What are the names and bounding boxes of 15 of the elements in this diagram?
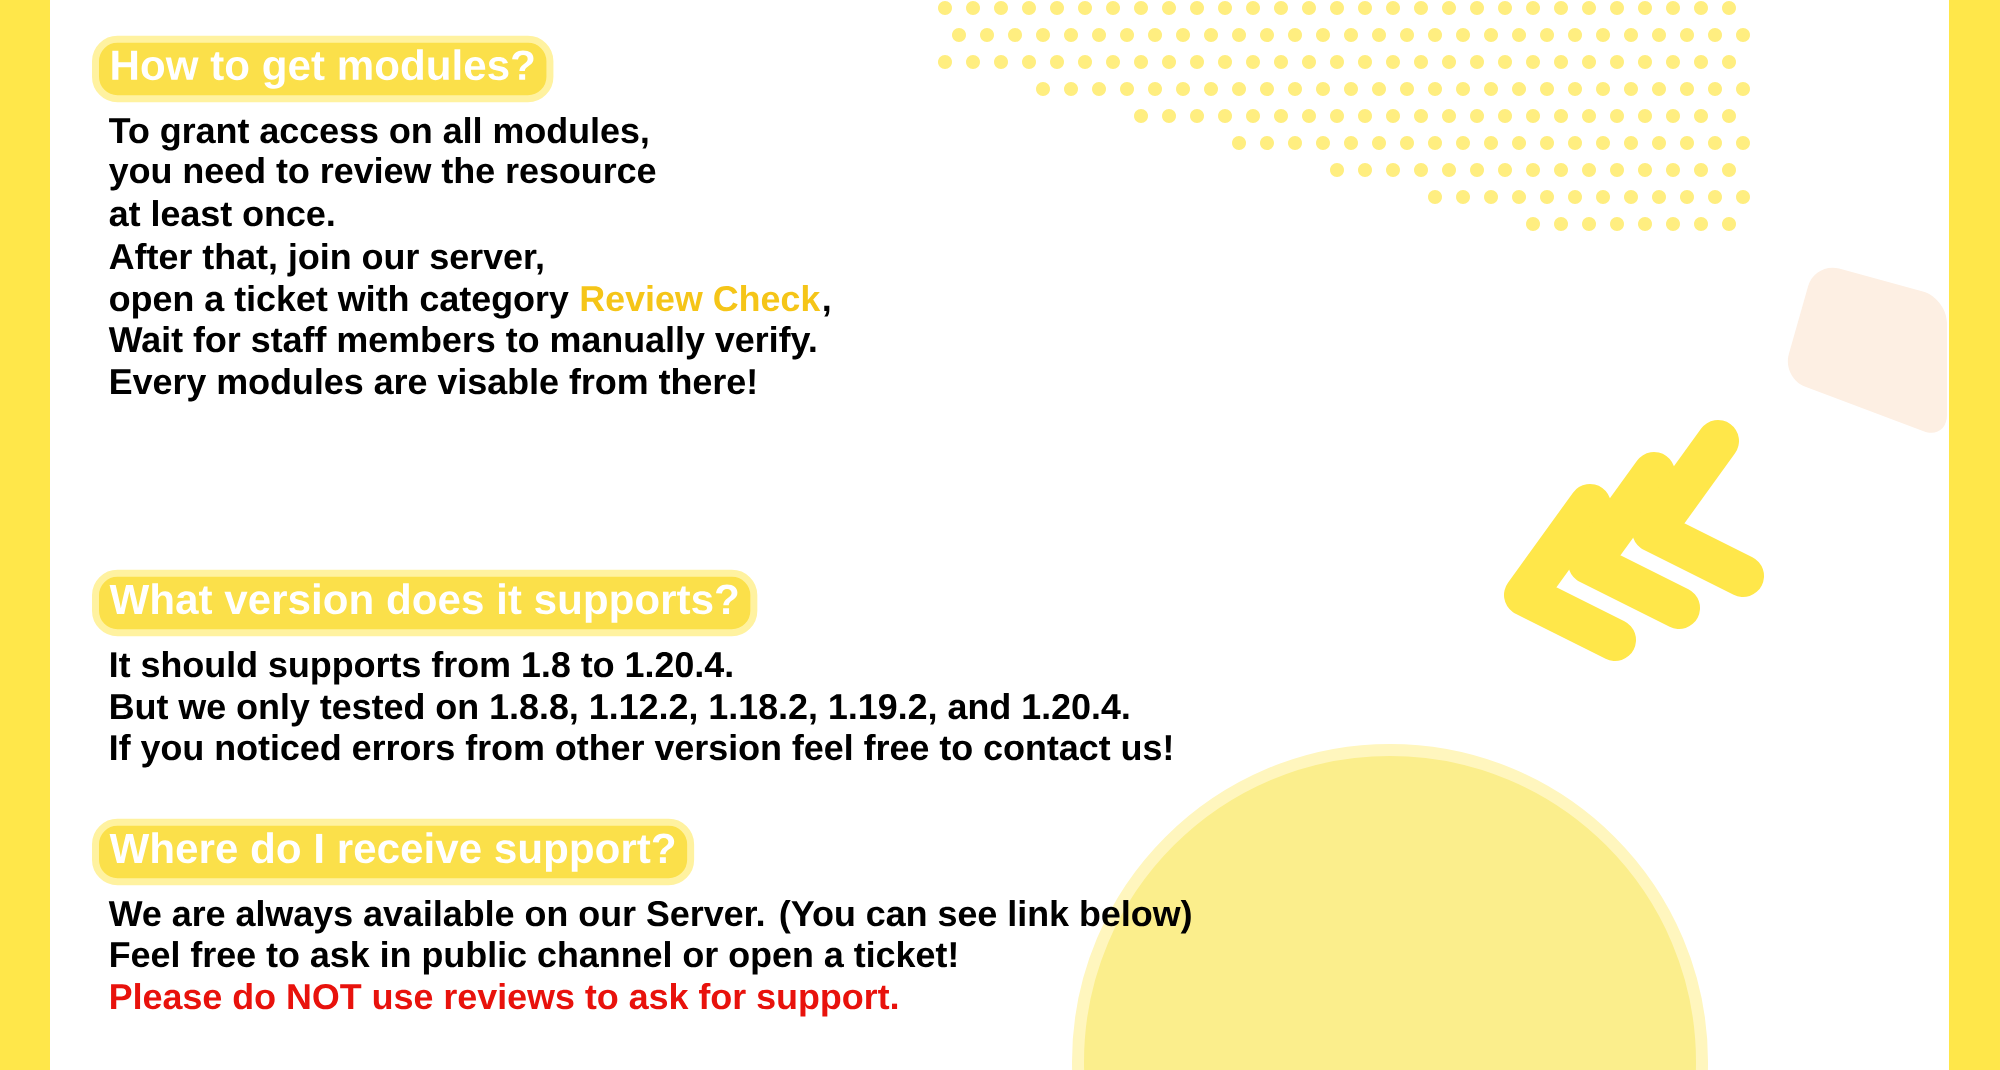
heading-pill: What version does it supports? xyxy=(92,569,758,637)
body-text: at least once. xyxy=(109,200,334,227)
body-text: But we only tested on 1.8.8, 1.12.2, 1.18.2, 1.19.2, and 1.20.4. xyxy=(111,693,1129,727)
body-text: you need to review the resource xyxy=(109,157,656,191)
body-text: Every modules are visable from there! xyxy=(111,368,755,402)
body-text: Wait for staff members to manually verify. xyxy=(108,326,816,360)
warning-text: Please do NOT use reviews to ask for support. xyxy=(111,983,898,1017)
body-text: , xyxy=(824,305,830,317)
body-text: If you noticed errors from other version feel free to contact us! xyxy=(111,734,1171,768)
body-text: After that, join our server, xyxy=(109,243,543,277)
heading-pill: How to get modules? xyxy=(92,35,554,103)
highlighted-text: Review Check xyxy=(581,285,821,312)
heading-pill: Where do I receive support? xyxy=(92,818,695,886)
body-text: open a ticket with category xyxy=(110,285,569,319)
body-text: Feel free to ask in public channel or open a ticket! xyxy=(111,941,956,975)
